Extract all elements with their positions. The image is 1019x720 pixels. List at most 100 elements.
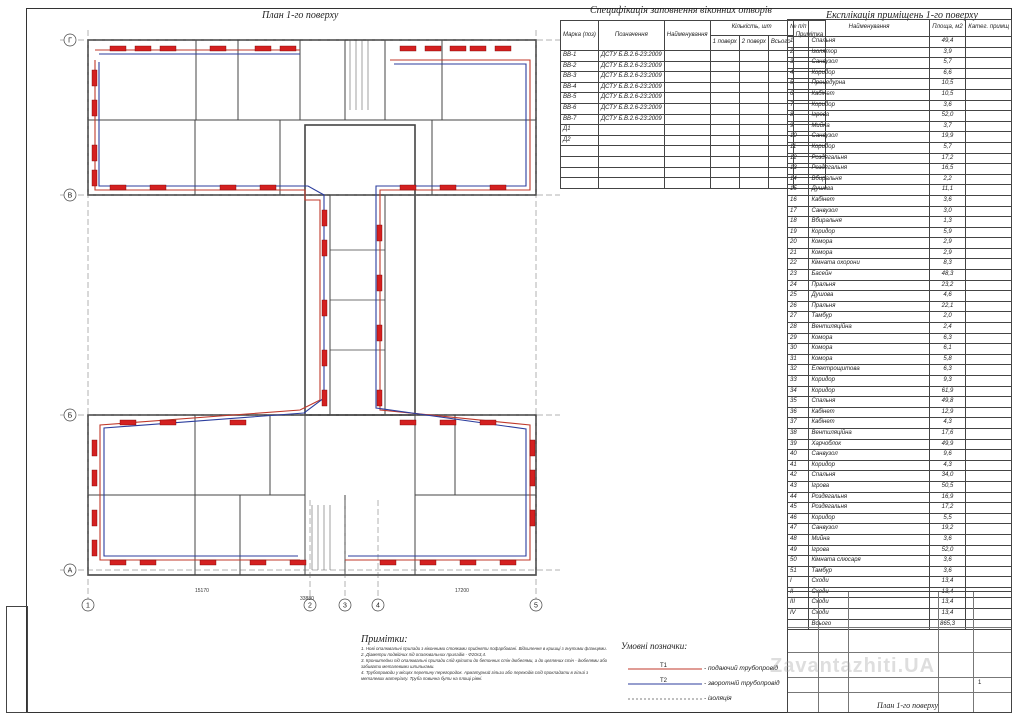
spec-cell: [663, 113, 711, 126]
expl-cell: [965, 269, 1012, 281]
axis-bubble: [303, 598, 317, 612]
expl-cell: 3: [786, 57, 810, 69]
expl-cell: [965, 36, 1012, 48]
expl-cell: [965, 290, 1012, 302]
spec-cell: [738, 177, 769, 189]
expl-cell: [965, 279, 1012, 292]
axis-bubble: [81, 598, 95, 612]
spec-subheader: 1 поверх: [709, 35, 740, 51]
axis-bubble: [63, 188, 77, 202]
expl-cell: Пральня: [808, 279, 930, 292]
expl-cell: Коридор: [808, 141, 930, 154]
radiator: [529, 439, 536, 457]
spec-cell: [709, 113, 740, 126]
title-block: 1: [787, 591, 1012, 713]
spec-cell: [560, 145, 599, 157]
expl-cell: 36: [786, 406, 810, 419]
expl-cell: Душова: [808, 290, 930, 302]
expl-cell: 50: [786, 555, 810, 567]
expl-cell: 47: [786, 523, 810, 535]
expl-cell: Вентиляційна: [808, 322, 930, 334]
expl-cell: 48: [786, 533, 810, 546]
note-item: 3. Кронштейни під опалювальні прилади сл…: [361, 658, 608, 669]
spec-cell: [560, 155, 599, 168]
expl-cell: 49,4: [928, 36, 967, 48]
expl-cell: 10,5: [928, 88, 967, 101]
expl-cell: Ігрова: [808, 110, 930, 122]
expl-cell: 9: [786, 120, 810, 133]
spec-cell: [560, 177, 599, 189]
expl-cell: 18: [786, 216, 810, 228]
spec-cell: [738, 92, 769, 104]
expl-cell: 22,1: [928, 300, 967, 313]
radiator: [91, 99, 98, 117]
spec-cell: [738, 145, 769, 157]
expl-cell: Коридор: [808, 226, 930, 239]
expl-cell: Процедурна: [808, 78, 930, 90]
radiator: [91, 144, 98, 162]
expl-cell: Санвузол: [808, 449, 930, 461]
expl-cell: [965, 163, 1012, 175]
radiator: [91, 539, 98, 557]
spec-cell: [663, 50, 711, 62]
radiator: [159, 45, 177, 52]
axis-bubble: [63, 33, 77, 47]
radiator: [119, 419, 137, 426]
expl-cell: 2: [786, 46, 810, 59]
spec-cell: [709, 134, 740, 147]
expl-cell: 1: [786, 36, 810, 48]
radiator: [209, 45, 227, 52]
expl-cell: [965, 438, 1012, 451]
expl-cell: 49,9: [928, 438, 967, 451]
expl-cell: 3,6: [928, 99, 967, 112]
expl-cell: 32: [786, 364, 810, 376]
expl-cell: I: [786, 576, 810, 588]
radiator: [459, 559, 477, 566]
expl-header: Площа, м2: [928, 19, 967, 37]
expl-cell: 41: [786, 459, 810, 472]
expl-cell: 3,6: [928, 533, 967, 546]
spec-cell: [709, 50, 740, 62]
pipes: [94, 49, 531, 561]
spec-cell: ВВ-7: [560, 113, 599, 126]
expl-cell: Вбиральня: [808, 216, 930, 228]
expl-cell: [965, 565, 1012, 578]
expl-cell: 37: [786, 417, 810, 429]
spec-cell: [597, 166, 665, 179]
spec-cell: [597, 155, 665, 168]
spec-cell: [738, 124, 769, 136]
expl-cell: [965, 311, 1012, 324]
legend-lines: T1 T2: [628, 663, 702, 700]
expl-cell: 52,0: [928, 544, 967, 557]
axis-bubble: [63, 408, 77, 422]
expl-cell: [965, 300, 1012, 313]
legend-code: T2: [660, 678, 668, 684]
expl-cell: [965, 449, 1012, 461]
expl-cell: 4,3: [928, 417, 967, 429]
expl-cell: Кабінет: [808, 194, 930, 207]
expl-cell: 5,9: [928, 226, 967, 239]
expl-cell: [965, 343, 1012, 355]
expl-cell: 5,7: [928, 57, 967, 69]
spec-header: Кількість, шт: [709, 20, 794, 36]
expl-cell: 8,3: [928, 258, 967, 271]
spec-subheader: 2 поверх: [738, 35, 769, 51]
radiator: [376, 224, 383, 242]
